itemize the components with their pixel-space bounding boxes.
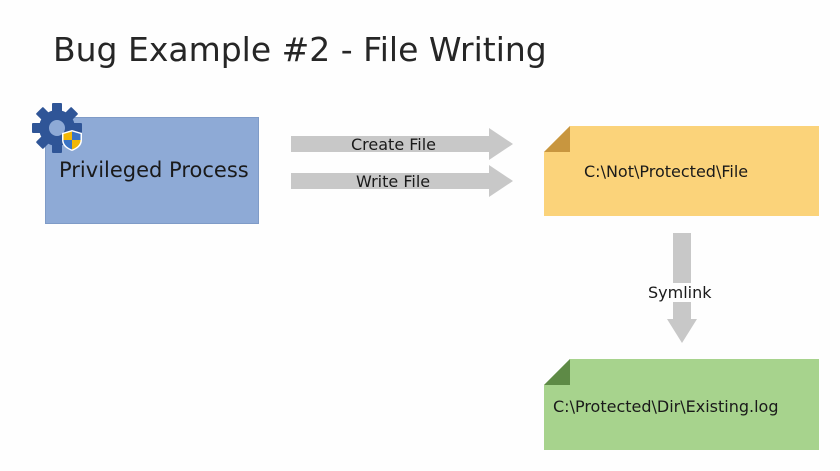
unprotected-file-shape xyxy=(544,126,819,216)
protected-file-path: C:\Protected\Dir\Existing.log xyxy=(553,397,779,416)
unprotected-file-path: C:\Not\Protected\File xyxy=(584,162,749,181)
gear-shield-icon xyxy=(32,103,82,153)
create-file-label: Create File xyxy=(351,135,437,154)
symlink-label: Symlink xyxy=(646,283,714,302)
slide-title: Bug Example #2 - File Writing xyxy=(53,30,547,69)
protected-file-shape xyxy=(544,359,819,450)
write-file-arrow xyxy=(291,165,513,197)
privileged-process-label: Privileged Process xyxy=(59,158,249,182)
create-file-arrow xyxy=(291,128,513,160)
write-file-label: Write File xyxy=(356,172,431,191)
